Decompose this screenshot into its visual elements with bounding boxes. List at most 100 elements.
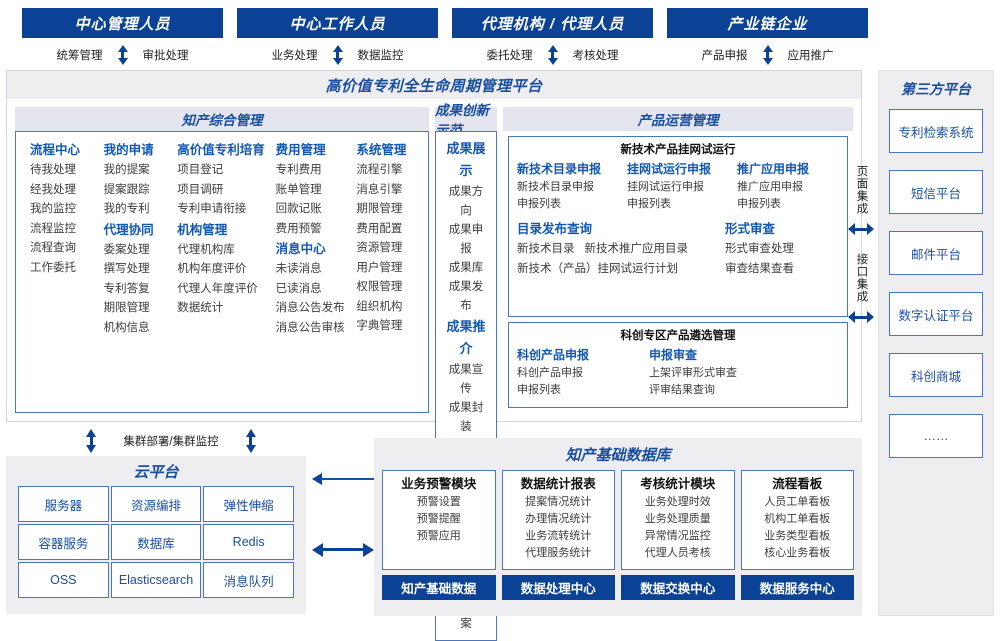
menu-item[interactable]: 我的监控	[30, 203, 76, 215]
menu-item[interactable]: 待我处理	[30, 164, 76, 176]
cloud-service-message-queue[interactable]: 消息队列	[203, 562, 294, 598]
group-title[interactable]: 费用管理	[275, 143, 326, 157]
kdb-item[interactable]: 预警提醒	[416, 513, 461, 525]
group-title[interactable]: 形式审查	[725, 222, 776, 236]
role-bar-enterprise[interactable]: 产业链企业	[667, 8, 868, 38]
kdb-item[interactable]: 预警设置	[416, 496, 461, 508]
menu-item[interactable]: 成果发布	[448, 281, 484, 312]
menu-item[interactable]: 专利申请衔接	[177, 203, 247, 215]
third-party-item-email[interactable]: 邮件平台	[889, 231, 983, 275]
menu-item[interactable]: 评审结果查询	[649, 384, 715, 396]
menu-item[interactable]: 数据统计	[177, 302, 224, 314]
menu-item[interactable]: 审查结果查看	[725, 262, 794, 275]
role-bar-agency[interactable]: 代理机构 / 代理人员	[452, 8, 653, 38]
menu-item[interactable]: 机构年度评价	[177, 263, 247, 275]
menu-item[interactable]: 字典管理	[356, 320, 403, 332]
menu-item[interactable]: 我的专利	[103, 203, 150, 215]
cloud-service-redis[interactable]: Redis	[203, 524, 294, 560]
menu-item[interactable]: 费用预警	[275, 222, 322, 235]
third-party-item-digital-cert[interactable]: 数字认证平台	[889, 292, 983, 336]
group-title[interactable]: 成果推介	[446, 319, 486, 356]
kdb-footer-processing-center[interactable]: 数据处理中心	[501, 575, 615, 600]
menu-item[interactable]: 经我处理	[30, 183, 76, 196]
menu-item[interactable]: 委案处理	[103, 243, 150, 256]
kdb-item[interactable]: 异常情况监控	[644, 530, 711, 542]
kdb-item[interactable]: 核心业务看板	[764, 547, 831, 559]
kdb-item[interactable]: 机构工单看板	[764, 513, 831, 525]
menu-item[interactable]: 流程查询	[30, 242, 76, 254]
group-title[interactable]: 高价值专利培育	[177, 143, 265, 157]
role-bar-center-staff[interactable]: 中心工作人员	[237, 8, 438, 38]
menu-item[interactable]: 上架评审形式审查	[649, 367, 737, 379]
menu-item[interactable]: 机构信息	[103, 321, 150, 334]
cloud-service-container[interactable]: 容器服务	[18, 524, 109, 560]
menu-item[interactable]: 代理人年度评价	[177, 282, 258, 295]
group-title[interactable]: 推广应用申报	[737, 162, 810, 176]
kdb-item[interactable]: 办理情况统计	[525, 513, 592, 525]
kdb-footer-basic-data[interactable]: 知产基础数据	[382, 575, 496, 600]
group-title[interactable]: 机构管理	[177, 222, 228, 237]
menu-item[interactable]: 期限管理	[103, 302, 150, 314]
menu-item[interactable]: 项目调研	[177, 183, 224, 196]
cloud-service-elasticsearch[interactable]: Elasticsearch	[110, 562, 202, 598]
menu-item[interactable]: 消息公告发布	[275, 302, 345, 314]
kdb-item[interactable]: 人员工单看板	[764, 496, 831, 508]
kdb-item[interactable]: 业务处理时效	[644, 496, 711, 508]
menu-item[interactable]: 流程引擎	[356, 164, 403, 176]
menu-item[interactable]: 项目登记	[177, 164, 224, 176]
menu-item[interactable]: 消息引擎	[356, 183, 403, 196]
group-title[interactable]: 流程中心	[30, 143, 81, 157]
menu-item[interactable]: 回款记账	[275, 203, 322, 215]
menu-item[interactable]: 成果宣传	[448, 364, 484, 395]
menu-item[interactable]: 形式审查处理	[725, 243, 794, 255]
menu-item[interactable]: 新技术推广应用目录	[584, 243, 689, 255]
cloud-service-orchestration[interactable]: 资源编排	[110, 486, 202, 522]
kdb-footer-service-center[interactable]: 数据服务中心	[740, 575, 854, 600]
kdb-item[interactable]: 业务处理质量	[644, 513, 711, 525]
kdb-item[interactable]: 代理人员考核	[644, 547, 711, 559]
group-title[interactable]: 目录发布查询	[517, 222, 593, 236]
cloud-service-server[interactable]: 服务器	[18, 486, 109, 522]
menu-item[interactable]: 新技术目录申报	[517, 181, 594, 193]
menu-item[interactable]: 提案跟踪	[103, 183, 150, 196]
menu-item[interactable]: 代理机构库	[177, 243, 235, 256]
menu-item[interactable]: 账单管理	[275, 183, 322, 196]
kdb-item[interactable]: 代理服务统计	[525, 547, 592, 559]
group-title[interactable]: 消息中心	[275, 242, 326, 256]
group-title[interactable]: 系统管理	[356, 143, 407, 157]
menu-item[interactable]: 申报列表	[737, 198, 781, 210]
kdb-item[interactable]: 提案情况统计	[525, 496, 592, 508]
group-title[interactable]: 新技术目录申报	[517, 162, 602, 176]
menu-item[interactable]: 权限管理	[356, 281, 403, 293]
third-party-item-sms[interactable]: 短信平台	[889, 170, 983, 214]
menu-item[interactable]: 费用配置	[356, 222, 403, 235]
menu-item[interactable]: 已读消息	[275, 282, 322, 295]
menu-item[interactable]: 新技术（产品）挂网试运行计划	[517, 262, 678, 275]
menu-item[interactable]: 工作委托	[30, 261, 76, 274]
cloud-service-oss[interactable]: OSS	[18, 562, 109, 598]
menu-item[interactable]: 我的提案	[103, 164, 150, 176]
group-title[interactable]: 我的申请	[103, 143, 154, 157]
menu-item[interactable]: 新技术目录	[517, 243, 575, 255]
menu-item[interactable]: 用户管理	[356, 261, 403, 274]
menu-item[interactable]: 挂网试运行申报	[627, 181, 704, 193]
menu-item[interactable]: 专利答复	[103, 282, 150, 295]
kdb-item[interactable]: 业务类型看板	[764, 530, 831, 542]
role-bar-center-admin[interactable]: 中心管理人员	[22, 8, 223, 38]
cloud-service-autoscaling[interactable]: 弹性伸缩	[203, 486, 294, 522]
menu-item[interactable]: 申报列表	[627, 198, 671, 210]
group-title[interactable]: 成果展示	[446, 141, 486, 178]
menu-item[interactable]: 组织机构	[356, 300, 403, 313]
menu-item[interactable]: 消息公告审核	[275, 321, 345, 334]
menu-item[interactable]: 成果申报	[448, 224, 484, 255]
menu-item[interactable]: 期限管理	[356, 203, 403, 215]
menu-item[interactable]: 申报列表	[517, 198, 561, 210]
menu-item[interactable]: 成果封装	[448, 402, 484, 433]
menu-item[interactable]: 流程监控	[30, 222, 76, 235]
third-party-item-innovation-mall[interactable]: 科创商城	[889, 353, 983, 397]
kdb-footer-exchange-center[interactable]: 数据交换中心	[621, 575, 735, 600]
menu-item[interactable]: 未读消息	[275, 263, 322, 275]
third-party-item-patent-search[interactable]: 专利检索系统	[889, 109, 983, 153]
menu-item[interactable]: 资源管理	[356, 242, 403, 254]
group-title[interactable]: 申报审查	[649, 348, 698, 362]
